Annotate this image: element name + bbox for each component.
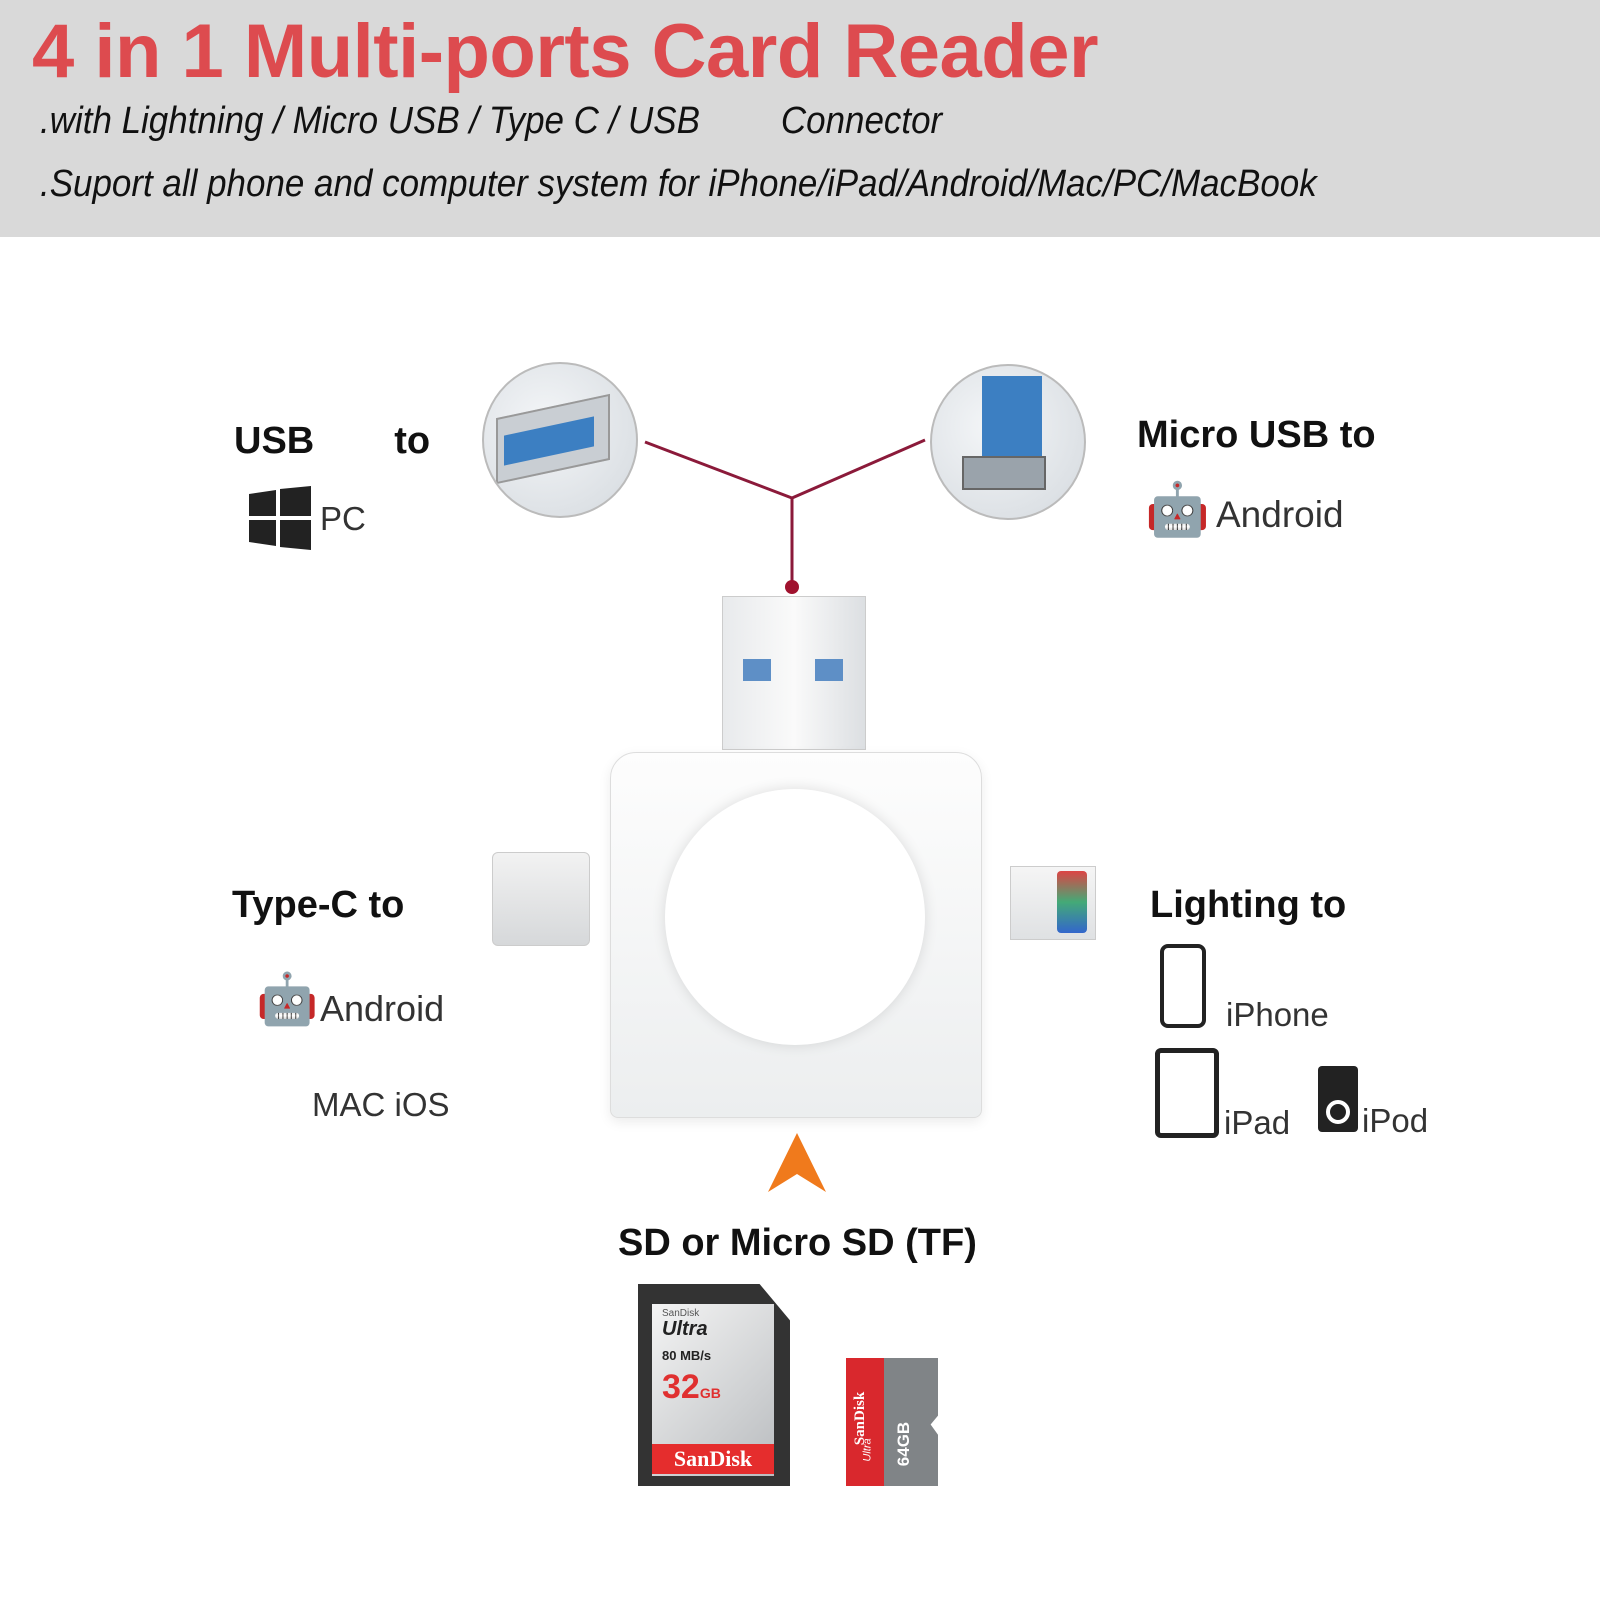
product-title: 4 in 1 Multi-ports Card Reader: [32, 9, 1099, 94]
os-mac-ios: MAC iOS: [312, 1086, 450, 1123]
microsd-card-image: SanDisk Ultra 64GB: [846, 1358, 938, 1486]
lightning-plug: [1010, 866, 1096, 940]
iphone-icon: [1160, 944, 1206, 1028]
ipad-icon: [1155, 1048, 1219, 1138]
micro-usb-closeup-image: [930, 364, 1086, 520]
connector-list: .with Lightning / Micro USB / Type C / U…: [40, 100, 700, 142]
android-icon: 🤖: [256, 971, 319, 1027]
reader-dial: [665, 789, 925, 1045]
type-c-label: Type-C to: [232, 884, 405, 926]
feature-line-2: .Suport all phone and computer system fo…: [40, 163, 1317, 205]
card-reader-body: [610, 752, 982, 1118]
os-ipod: iPod: [1362, 1102, 1429, 1139]
connector-word: Connector: [780, 100, 943, 142]
type-c-plug: [492, 852, 590, 946]
insert-arrow-icon: [768, 1133, 826, 1192]
os-android: Android: [320, 988, 445, 1029]
ipod-icon: [1318, 1066, 1358, 1132]
cards-label: SD or Micro SD (TF): [618, 1222, 977, 1264]
android-icon: 🤖: [1145, 481, 1210, 539]
lightning-label: Lighting to: [1150, 884, 1347, 926]
micro-usb-label: Micro USB to: [1137, 414, 1376, 456]
usb-a-plug: [722, 596, 866, 750]
sd-card-image: SanDisk Ultra 80 MB/s 32GB SanDisk: [638, 1284, 790, 1486]
os-android: Android: [1216, 494, 1344, 535]
usb-closeup-image: [482, 362, 638, 518]
windows-icon: [249, 486, 311, 550]
os-pc: PC: [320, 500, 366, 537]
os-iphone: iPhone: [1226, 996, 1329, 1033]
os-ipad: iPad: [1224, 1104, 1291, 1141]
feature-line-1: .with Lightning / Micro USB / Type C / U…: [40, 100, 942, 143]
header-banner: 4 in 1 Multi-ports Card Reader .with Lig…: [0, 0, 1600, 237]
